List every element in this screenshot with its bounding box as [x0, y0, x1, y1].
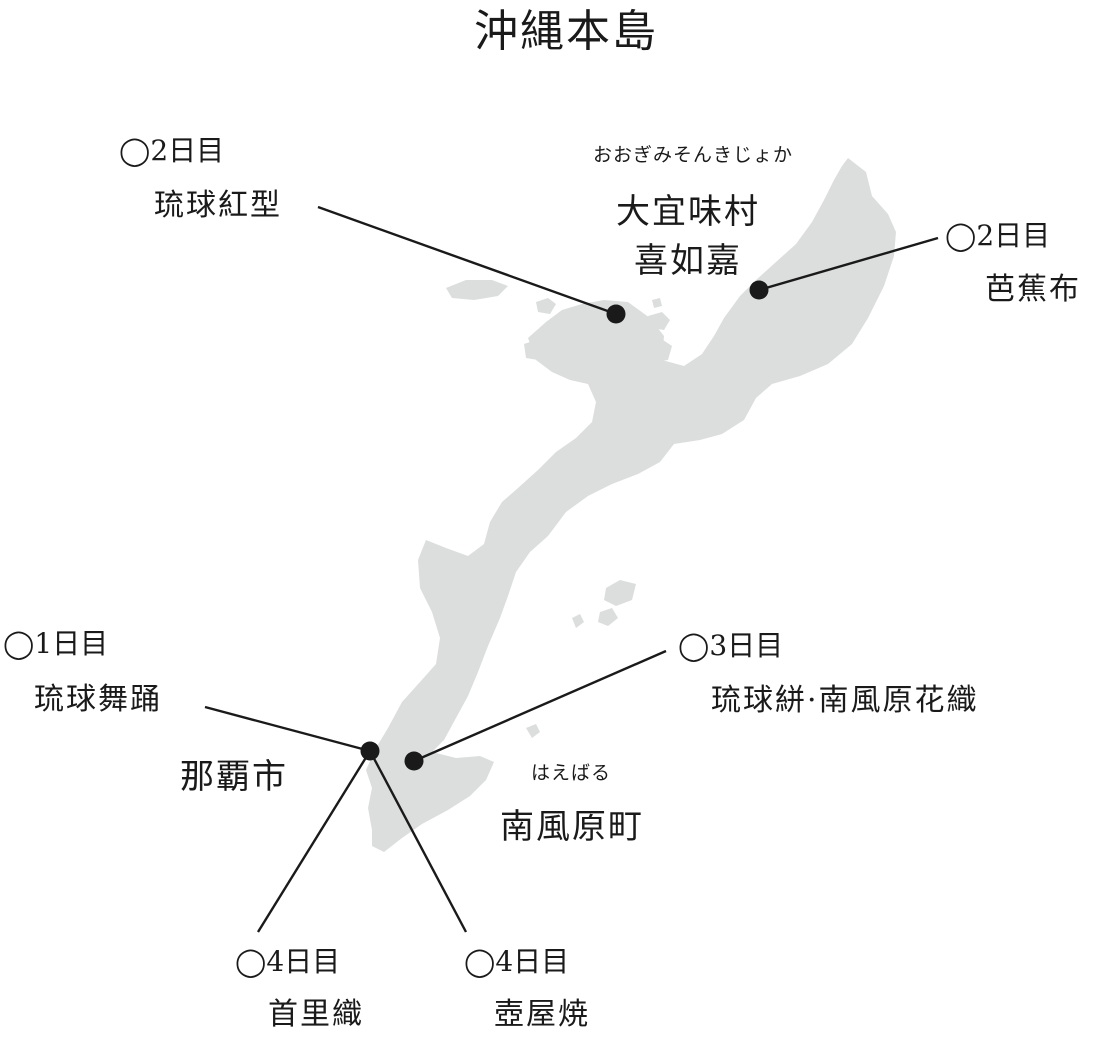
tsuboya-leader-line	[368, 750, 468, 933]
ogimi-place-line1: 大宜味村	[616, 192, 760, 232]
islet-minna	[536, 298, 556, 314]
haebaru-place-ruby: はえばる	[530, 762, 612, 784]
ogimi-day-label: ◯2日目	[945, 219, 1051, 252]
naha-dance-leader-line	[204, 705, 371, 753]
ogimi-marker-dot[interactable]	[749, 280, 769, 300]
haebaru-craft-label: 琉球絣·南風原花織	[711, 683, 979, 718]
haebaru-marker-dot[interactable]	[404, 751, 424, 771]
naha-marker-dot[interactable]	[360, 741, 380, 761]
islet-yagaji	[644, 338, 672, 362]
bingata-craft-label: 琉球紅型	[154, 188, 282, 223]
location-markers	[360, 280, 769, 771]
ogimi-place-line2: 喜如嘉	[634, 241, 742, 281]
island-landmass	[366, 158, 896, 852]
ogimi-place-ruby: おおぎみそんきじょか	[592, 144, 794, 166]
bingata-marker-dot[interactable]	[606, 304, 626, 324]
tsuboya-day-label: ◯4日目	[464, 945, 570, 978]
bingata-leader-line	[317, 205, 617, 316]
bingata-day-label: ◯2日目	[119, 134, 225, 167]
naha-place-label: 那覇市	[180, 757, 288, 797]
haebaru-day-label: ◯3日目	[678, 629, 784, 662]
haebaru-place-label: 南風原町	[500, 807, 644, 847]
leader-lines	[204, 205, 939, 933]
shuri-craft-label: 首里織	[268, 997, 364, 1032]
islet-kudaka	[526, 724, 540, 738]
islet-katsuren-2	[598, 608, 618, 626]
islet-north-small	[652, 298, 662, 308]
islet-kouri	[648, 312, 670, 330]
map-title: 沖縄本島	[474, 6, 658, 57]
islet-iejima	[446, 280, 508, 300]
islet-tsuken	[572, 614, 584, 628]
shuri-day-label: ◯4日目	[235, 945, 341, 978]
islet-sesoko	[524, 340, 544, 360]
haebaru-leader-line	[413, 649, 667, 763]
main-island	[366, 158, 896, 852]
naha-day1-label: ◯1日目	[3, 627, 109, 660]
shuri-leader-line	[256, 750, 372, 933]
ogimi-leader-line	[758, 236, 939, 292]
naha-dance-label: 琉球舞踊	[34, 682, 162, 717]
tsuboya-craft-label: 壺屋焼	[494, 997, 590, 1032]
ogimi-craft-label: 芭蕉布	[985, 272, 1081, 307]
islet-katsuren-1	[604, 580, 636, 606]
